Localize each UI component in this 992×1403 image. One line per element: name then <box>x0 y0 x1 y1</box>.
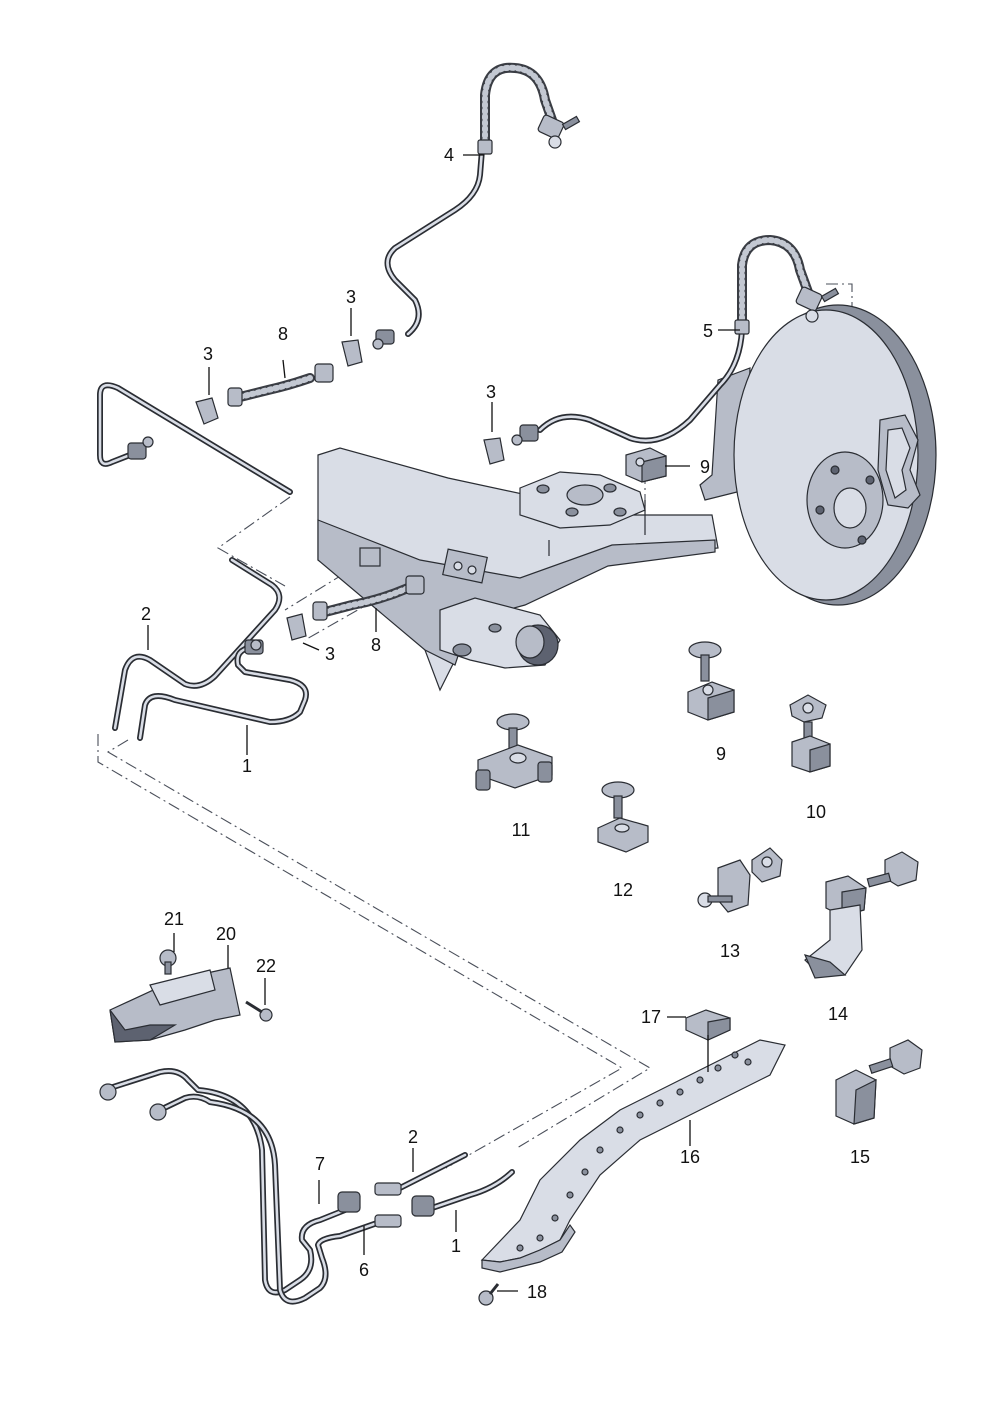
pipe-fitting <box>374 1214 402 1228</box>
retaining-clip <box>195 397 219 425</box>
union-nut <box>411 1195 435 1217</box>
part-12-holder <box>597 781 649 853</box>
callout-8: 8 <box>371 635 381 655</box>
callout-5: 5 <box>703 321 713 341</box>
callout-1: 1 <box>451 1236 461 1256</box>
part-21-bolt <box>159 949 177 975</box>
callout-18: 18 <box>527 1282 547 1302</box>
callout-14: 14 <box>828 1004 848 1024</box>
callout-3: 3 <box>486 382 496 402</box>
callout-labels: 4 5 3 3 3 3 8 8 2 1 9 9 10 11 12 13 14 1… <box>141 145 870 1302</box>
part-20-bracket <box>109 967 241 1043</box>
union-nut <box>519 424 539 442</box>
brake-lines-rigid <box>97 147 745 1305</box>
part-16-heat-shield <box>480 1039 786 1273</box>
flex-hoses <box>235 62 813 617</box>
callout-3: 3 <box>203 344 213 364</box>
hose-fitting-4-lower <box>477 139 493 155</box>
part-11-holder <box>475 713 553 791</box>
callout-15: 15 <box>850 1147 870 1167</box>
brake-disc-assembly <box>699 304 937 606</box>
hose-end-fitting-4 <box>537 114 581 149</box>
callout-6: 6 <box>359 1260 369 1280</box>
hose-fitting-5-lower <box>734 319 750 335</box>
callout-4: 4 <box>444 145 454 165</box>
callout-9: 9 <box>716 744 726 764</box>
callout-8: 8 <box>278 324 288 344</box>
callout-7: 7 <box>315 1154 325 1174</box>
callout-9: 9 <box>700 457 710 477</box>
part-10-holder <box>789 694 831 773</box>
part-18-screw <box>478 1283 500 1306</box>
retaining-clip <box>341 339 363 367</box>
part-14-bracket <box>803 851 919 979</box>
union-nut <box>337 1191 361 1213</box>
callout-21: 21 <box>164 909 184 929</box>
callout-3: 3 <box>346 287 356 307</box>
hose-fitting-8-left <box>227 387 243 407</box>
retaining-clips <box>195 339 505 641</box>
union-nut <box>127 442 147 460</box>
callout-16: 16 <box>680 1147 700 1167</box>
callout-20: 20 <box>216 924 236 944</box>
callout-1: 1 <box>242 756 252 776</box>
callout-10: 10 <box>806 802 826 822</box>
pipe-end <box>149 1103 167 1121</box>
callout-22: 22 <box>256 956 276 976</box>
part-22-screw <box>245 1000 273 1022</box>
hose-fitting-8b-right <box>405 575 425 595</box>
part-15-clip <box>835 1039 923 1125</box>
hose-end-fitting-5 <box>795 286 840 323</box>
retaining-clip <box>286 613 307 641</box>
bolts <box>142 338 523 651</box>
leader-lines <box>147 154 740 1292</box>
pipe-fitting <box>374 1182 402 1196</box>
callout-13: 13 <box>720 941 740 961</box>
callout-3: 3 <box>325 644 335 664</box>
hose-fitting-8-right <box>314 363 334 383</box>
callout-2: 2 <box>141 604 151 624</box>
part-17-clip <box>685 1009 731 1041</box>
hose-fitting-8b-left <box>312 601 328 621</box>
callout-11: 11 <box>512 820 531 840</box>
callout-17: 17 <box>641 1007 661 1027</box>
bracket-9-assembled <box>625 447 667 483</box>
heat-shield-holes <box>516 1051 752 1252</box>
callout-12: 12 <box>613 880 633 900</box>
callout-2: 2 <box>408 1127 418 1147</box>
rear-axle-beam <box>317 447 719 692</box>
retaining-clip <box>483 437 505 465</box>
part-13-clip <box>697 847 783 913</box>
part-9-holder <box>687 641 735 721</box>
pipe-end <box>99 1083 117 1101</box>
